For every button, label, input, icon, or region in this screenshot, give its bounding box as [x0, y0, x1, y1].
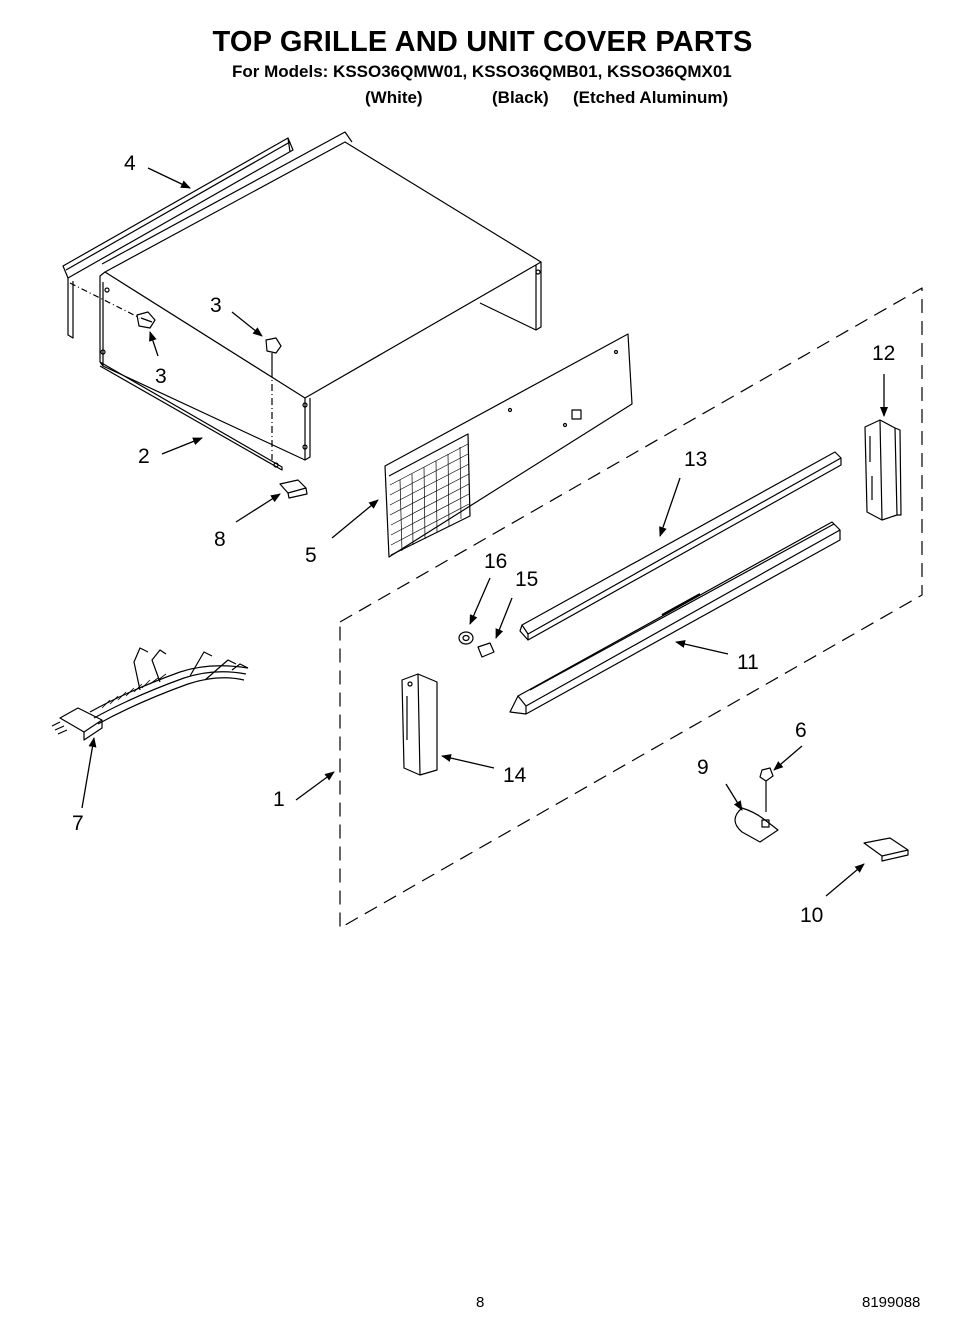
part-4-rear-trim: [62, 137, 294, 339]
leader-lines: [81, 167, 888, 897]
part-5-grille-panel: [384, 333, 633, 558]
callout-2: 2: [138, 445, 150, 468]
part-10-clip: [863, 837, 909, 862]
part-13-upper-rail: [519, 451, 842, 641]
callout-14: 14: [503, 764, 527, 787]
part-8-clip: [279, 479, 308, 499]
part-11-lower-rail: [509, 521, 841, 715]
callout-8: 8: [214, 528, 226, 551]
page-title: TOP GRILLE AND UNIT COVER PARTS: [212, 26, 753, 58]
models-line: For Models: KSSO36QMW01, KSSO36QMB01, KS…: [232, 62, 732, 81]
part-12-right-bracket: [864, 419, 902, 521]
part-2-unit-cover: [99, 131, 542, 471]
callout-16: 16: [484, 550, 507, 573]
callout-3-lower: 3: [155, 365, 167, 388]
part-16-bumper: [458, 631, 474, 645]
variant-white: (White): [365, 88, 423, 107]
part-1-assembly-boundary: [339, 287, 923, 929]
callout-7: 7: [72, 812, 84, 835]
part-6-screw: [759, 767, 774, 812]
variant-black: (Black): [492, 88, 549, 107]
part-7-wire-harness: [51, 647, 249, 741]
callout-6: 6: [795, 719, 807, 742]
callout-11: 11: [737, 651, 759, 674]
callout-10: 10: [800, 904, 823, 927]
document-number: 8199088: [862, 1294, 921, 1311]
part-3-screw-right: [265, 337, 282, 460]
variant-etched-aluminum: (Etched Aluminum): [573, 88, 729, 107]
part-14-left-bracket: [401, 673, 438, 776]
part-3-screw-left: [136, 311, 156, 329]
callout-13: 13: [684, 448, 707, 471]
part-15-spacer: [477, 642, 495, 658]
callout-3-upper: 3: [210, 294, 222, 317]
callout-9: 9: [697, 756, 709, 779]
page-number: 8: [476, 1294, 485, 1311]
callout-12: 12: [872, 342, 895, 365]
callout-1: 1: [273, 788, 285, 811]
part-9-clamp: [734, 807, 779, 843]
callout-4: 4: [124, 152, 136, 175]
callout-5: 5: [305, 544, 317, 567]
callout-15: 15: [515, 568, 538, 591]
